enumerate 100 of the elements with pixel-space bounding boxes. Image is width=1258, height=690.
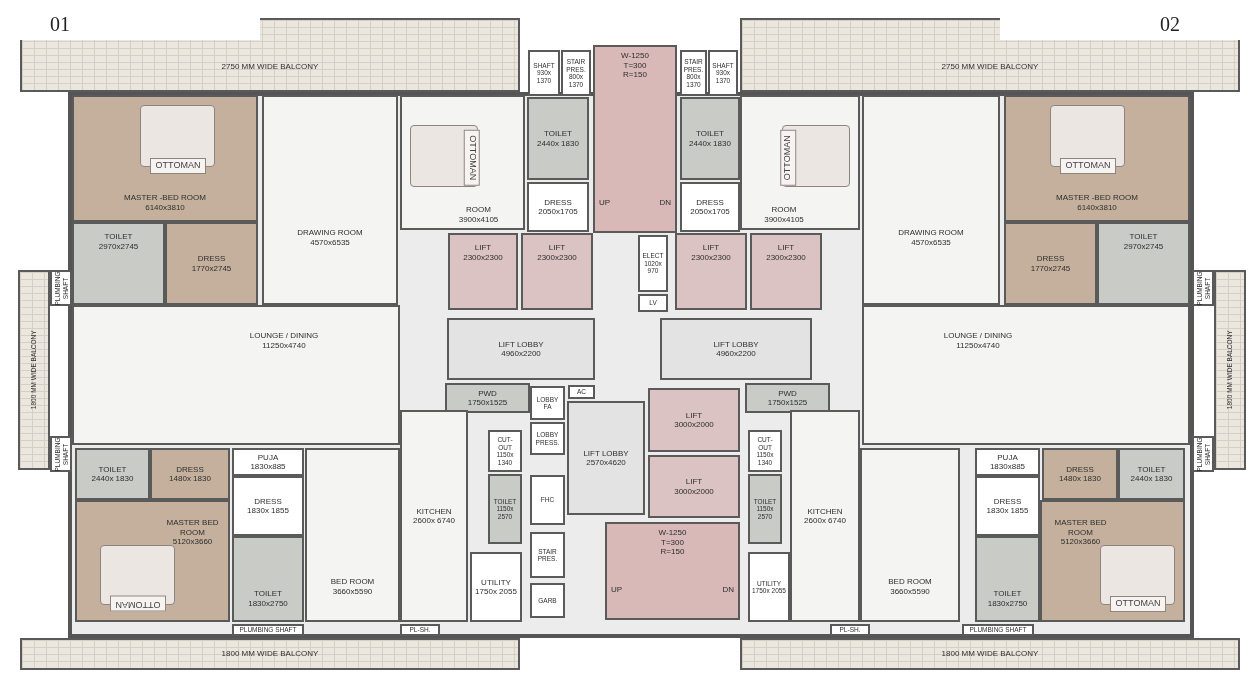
lift-shaft bbox=[648, 455, 740, 518]
room-label: LIFT bbox=[548, 243, 566, 253]
room-label: TOILET bbox=[104, 232, 133, 242]
service-room bbox=[488, 430, 522, 472]
room-label: 5120x3660 bbox=[172, 537, 213, 547]
room-label: LOUNGE / DINING bbox=[249, 331, 319, 341]
room-label: 1480x 1830 bbox=[169, 474, 211, 484]
lobby-area bbox=[447, 318, 595, 380]
room-label: 2300x2300 bbox=[691, 252, 731, 262]
staircase bbox=[593, 45, 677, 233]
room-label: LIFT bbox=[685, 477, 703, 487]
room-label: ROOM bbox=[771, 205, 797, 215]
lift-shaft bbox=[448, 233, 518, 310]
room-area bbox=[1004, 222, 1097, 305]
service-room bbox=[232, 476, 304, 536]
room-label: LIFT LOBBY bbox=[498, 339, 544, 349]
room-label: W-1250 T=300 R=150 bbox=[657, 528, 688, 557]
room-label: 1830x885 bbox=[250, 462, 286, 472]
room-label: TOILET bbox=[696, 129, 724, 139]
room-label: TOILET bbox=[993, 589, 1022, 599]
room-label: 2440x 1830 bbox=[91, 474, 134, 484]
lift-shaft bbox=[675, 233, 747, 310]
lift-shaft bbox=[750, 233, 822, 310]
room-label: 2300x2300 bbox=[537, 252, 577, 262]
service-room bbox=[748, 430, 782, 472]
service-room bbox=[527, 182, 589, 232]
service-room bbox=[568, 385, 595, 399]
room-label: MASTER -BED ROOM bbox=[1056, 193, 1138, 203]
room-label: ROOM bbox=[466, 205, 491, 215]
service-room bbox=[975, 476, 1040, 536]
room-label: 3900x4105 bbox=[764, 214, 804, 224]
room-label: 3000x2000 bbox=[674, 420, 714, 430]
room-label: UP bbox=[611, 584, 623, 594]
lobby-area bbox=[567, 401, 645, 515]
room-label: KITCHEN bbox=[416, 506, 452, 516]
service-room bbox=[232, 448, 304, 476]
room-label: DRESS bbox=[1036, 254, 1065, 264]
room-label: 1750x1525 bbox=[467, 398, 508, 408]
room-label: LOUNGE / DINING bbox=[943, 331, 1013, 341]
furniture-label: OTTOMAN bbox=[1060, 158, 1116, 174]
room-label: 2300x2300 bbox=[766, 252, 806, 262]
unit-number: 02 bbox=[1159, 12, 1181, 37]
service-room bbox=[561, 50, 591, 96]
room-label: 11250x4740 bbox=[262, 340, 306, 350]
service-room bbox=[530, 583, 565, 618]
room-label: 6140x3810 bbox=[145, 202, 185, 212]
room-label: PUJA bbox=[257, 452, 279, 462]
room-label: MASTER BED ROOM bbox=[165, 518, 220, 537]
service-room bbox=[530, 386, 565, 420]
room-label: 1750x 2055 bbox=[475, 587, 517, 597]
service-room bbox=[638, 235, 668, 292]
service-room bbox=[528, 50, 560, 96]
room-label: BED ROOM bbox=[888, 577, 932, 587]
room-area bbox=[860, 448, 960, 622]
room-label: UTILITY bbox=[481, 577, 511, 587]
room-label: 3000x2000 bbox=[674, 486, 714, 496]
service-room bbox=[470, 552, 522, 622]
room-label: DRESS bbox=[254, 496, 282, 506]
service-room bbox=[975, 448, 1040, 476]
service-room bbox=[708, 50, 738, 96]
furniture-label: OTTOMAN bbox=[150, 158, 206, 174]
furniture-label: OTTOMAN bbox=[110, 596, 166, 612]
room-label: DRESS bbox=[696, 197, 724, 207]
room-label: 2050x1705 bbox=[690, 207, 730, 217]
toilet-area bbox=[748, 474, 782, 544]
room-label: DRESS bbox=[544, 197, 572, 207]
room-label: BED ROOM bbox=[330, 577, 375, 587]
room-label: W-1250 T=300 R=150 bbox=[620, 51, 650, 80]
room-label: LIFT bbox=[777, 243, 795, 253]
room-label: 1800 MM WIDE BALCONY bbox=[221, 649, 319, 659]
room-label: 1830x2750 bbox=[987, 598, 1028, 608]
room-label: TOILET bbox=[1129, 232, 1158, 242]
room-label: 5120x3660 bbox=[1060, 537, 1101, 547]
service-room bbox=[530, 422, 565, 455]
service-room bbox=[400, 624, 440, 636]
room-label: 2600x 6740 bbox=[413, 516, 455, 526]
room-label: UP bbox=[599, 197, 611, 207]
room-label: TOILET bbox=[544, 129, 572, 139]
balcony-area bbox=[20, 18, 520, 92]
room-label: LIFT bbox=[685, 410, 703, 420]
toilet-area bbox=[680, 97, 740, 180]
service-room bbox=[638, 294, 668, 312]
room-label: MASTER BED ROOM bbox=[1053, 518, 1108, 537]
room-label: 3660x5590 bbox=[890, 586, 930, 596]
room-label: PWD bbox=[478, 388, 497, 398]
room-label: 2050x1705 bbox=[538, 207, 578, 217]
room-label: 1750x1525 bbox=[767, 398, 808, 408]
room-label: DN bbox=[659, 197, 671, 207]
room-label: 2970x2745 bbox=[98, 241, 139, 251]
room-label: DRESS bbox=[197, 254, 226, 264]
lobby-area bbox=[660, 318, 812, 380]
room-label: 3660x5590 bbox=[332, 586, 373, 596]
toilet-area bbox=[445, 383, 530, 413]
room-label: 2440x 1830 bbox=[537, 138, 579, 148]
service-room bbox=[680, 182, 740, 232]
room-label: 1830x 1855 bbox=[247, 506, 289, 516]
unit-number: 01 bbox=[49, 12, 71, 37]
room-label: 1830x885 bbox=[989, 462, 1026, 472]
room-label: DRESS bbox=[176, 464, 204, 474]
room-label: 2600x 6740 bbox=[804, 516, 846, 526]
